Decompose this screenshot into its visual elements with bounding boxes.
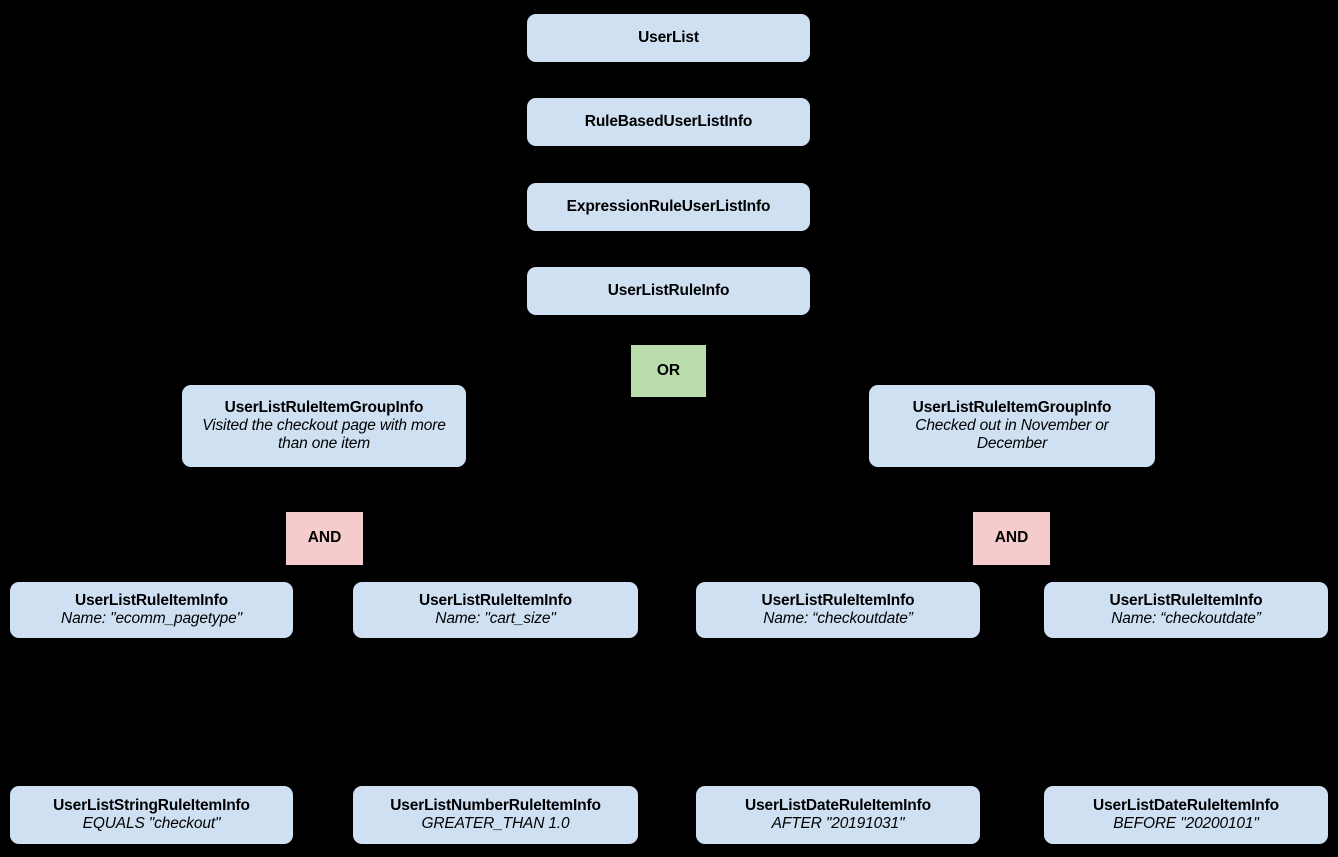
node-title: UserListDateRuleItemInfo [745, 796, 931, 814]
edge-segment [1011, 467, 1013, 490]
edge-segment [837, 712, 839, 778]
edge-segment [667, 80, 670, 90]
edge-segment [667, 249, 670, 259]
node-subtitle: Name: “checkoutdate” [1111, 610, 1261, 627]
edge-segment [323, 572, 497, 575]
edge-arrowhead [1180, 573, 1192, 582]
node-rule-based-user-list-info[interactable]: RuleBasedUserListInfo [527, 98, 810, 146]
edge-segment [1010, 489, 1013, 504]
node-title: AND [994, 529, 1029, 547]
node-and-operator-left[interactable]: AND [286, 512, 363, 565]
edge-segment [837, 572, 1013, 575]
edge-segment [150, 572, 326, 575]
edge-segment [667, 398, 1013, 400]
node-title: RuleBasedUserListInfo [584, 112, 753, 130]
edge-segment [667, 315, 670, 330]
edge-segment [1010, 565, 1013, 574]
node-subtitle: Checked out in November or December [915, 416, 1109, 453]
node-user-list[interactable]: UserList [527, 14, 810, 62]
node-subtitle: GREATER_THAN 1.0 [421, 815, 570, 832]
node-title: UserListRuleItemGroupInfo [912, 398, 1112, 416]
edge-arrowhead [145, 573, 158, 582]
node-title: UserListRuleItemInfo [761, 591, 915, 609]
node-expression-rule-user-list-info[interactable]: ExpressionRuleUserListInfo [527, 183, 810, 231]
node-title: UserListRuleInfo [607, 281, 730, 299]
node-title: ExpressionRuleUserListInfo [566, 197, 771, 215]
edge-arrowhead [1180, 777, 1192, 786]
node-title: UserListDateRuleItemInfo [1093, 796, 1279, 814]
edge-arrowhead [662, 174, 675, 183]
edge-segment [323, 398, 670, 400]
node-title: UserListRuleItemInfo [419, 591, 572, 609]
edge-arrowhead [832, 777, 844, 786]
edge-arrowhead [145, 777, 158, 786]
node-title: UserListStringRuleItemInfo [53, 796, 250, 814]
node-user-list-rule-info[interactable]: UserListRuleInfo [527, 267, 810, 315]
node-or-operator[interactable]: OR [631, 345, 706, 397]
edge-segment [1185, 638, 1187, 712]
edge-arrowhead [1005, 503, 1018, 512]
edge-segment [494, 638, 497, 712]
edge-arrowhead [318, 503, 331, 512]
node-subtitle: Name: "ecomm_pagetype" [61, 610, 242, 627]
edge-segment [667, 330, 670, 337]
edge-segment [323, 489, 326, 504]
edge-segment [150, 638, 153, 712]
node-title: UserListRuleItemGroupInfo [224, 398, 424, 416]
node-title: AND [307, 529, 342, 547]
node-title: UserListNumberRuleItemInfo [390, 796, 601, 814]
edge-segment [667, 146, 670, 165]
node-subtitle: EQUALS "checkout" [82, 815, 221, 832]
edge-arrowhead [489, 573, 502, 582]
edge-segment [837, 638, 839, 712]
edge-arrowhead [832, 573, 844, 582]
node-title: UserList [638, 28, 699, 46]
edge-segment [150, 712, 153, 778]
edge-segment [667, 231, 670, 249]
node-subtitle: Name: "cart_size" [435, 610, 556, 627]
node-title: UserListRuleItemInfo [1109, 591, 1263, 609]
node-subtitle: AFTER "20191031" [771, 815, 905, 832]
node-subtitle: Visited the checkout page with more than… [202, 416, 446, 453]
edge-segment [667, 62, 670, 80]
node-subtitle: BEFORE "20200101" [1113, 815, 1259, 832]
edge-arrowhead [662, 336, 675, 345]
edge-segment [667, 164, 670, 175]
edge-segment [323, 565, 326, 574]
edge-segment [1010, 572, 1187, 575]
edge-arrowhead [662, 89, 675, 98]
edge-arrowhead [318, 376, 330, 385]
edge-segment [323, 467, 325, 490]
edge-arrowhead [662, 258, 675, 267]
node-title: OR [656, 361, 681, 379]
node-title: UserListRuleItemInfo [75, 591, 228, 609]
node-subtitle: Name: “checkoutdate” [763, 610, 913, 627]
edge-arrowhead [1006, 376, 1018, 385]
edge-segment [1185, 712, 1187, 778]
edge-arrowhead [489, 777, 502, 786]
node-and-operator-right[interactable]: AND [973, 512, 1050, 565]
edge-segment [494, 712, 497, 778]
